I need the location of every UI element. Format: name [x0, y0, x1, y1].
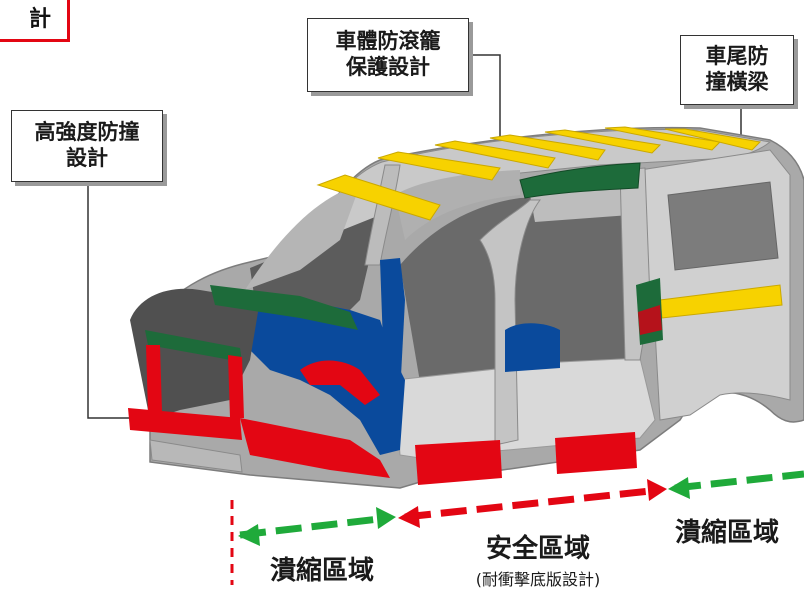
front-green-bar — [145, 330, 242, 362]
roof-rollcage-bars — [316, 126, 762, 221]
sill-red-front — [415, 440, 502, 485]
lower-base — [149, 439, 243, 473]
wheel-arch-red — [300, 360, 380, 405]
title-fragment: 計 — [28, 6, 51, 32]
floor-panel — [394, 357, 656, 459]
interior-mid — [400, 195, 640, 382]
callout-roof-line1: 車體防滾籠 — [335, 29, 441, 54]
front-crash-post-left — [146, 345, 162, 412]
front-crash-beam — [128, 408, 242, 440]
a-pillar-blue — [380, 258, 405, 400]
front-window-opening — [245, 185, 360, 290]
arrow-rear-crumple — [668, 470, 804, 499]
title-box: 計 — [0, 0, 70, 42]
b-window-opening — [530, 188, 635, 222]
cowl-green-bar — [210, 285, 358, 330]
rear-pillar-red — [638, 305, 662, 335]
front-crash-post-right — [228, 355, 244, 418]
middle-window-opening — [395, 170, 520, 240]
engine-bay — [130, 288, 260, 420]
b-pillar — [479, 199, 541, 446]
front-rail-red — [240, 418, 390, 478]
zone-label-safety-note: (耐衝擊底版設計) — [475, 570, 601, 589]
callout-rear-line1: 車尾防 — [705, 44, 769, 69]
callout-rear-line2: 撞橫梁 — [705, 70, 769, 94]
callout-rear-beam: 車尾防 撞橫梁 — [680, 35, 794, 105]
arrow-safety — [398, 479, 667, 528]
leader-line-front — [87, 183, 132, 419]
callout-roof-rollcage: 車體防滾籠 保護設計 — [307, 18, 469, 92]
callout-front-line2: 設計 — [66, 146, 108, 170]
callout-front-impact: 高強度防撞 設計 — [11, 110, 163, 182]
zone-label-rear-crumple: 潰縮區域 — [674, 518, 779, 548]
zone-label-front-crumple: 潰縮區域 — [269, 556, 374, 586]
callout-front-line1: 高強度防撞 — [34, 120, 140, 145]
rear-window — [667, 181, 779, 271]
leader-line-roof — [471, 54, 501, 158]
sill-red-rear — [555, 432, 637, 474]
arrow-front-crumple — [238, 507, 396, 546]
callout-roof-line2: 保護設計 — [346, 55, 430, 79]
seat-blue — [505, 323, 560, 372]
roof-green-bar — [519, 162, 641, 199]
zone-label-safety: 安全區域 — [485, 534, 590, 564]
